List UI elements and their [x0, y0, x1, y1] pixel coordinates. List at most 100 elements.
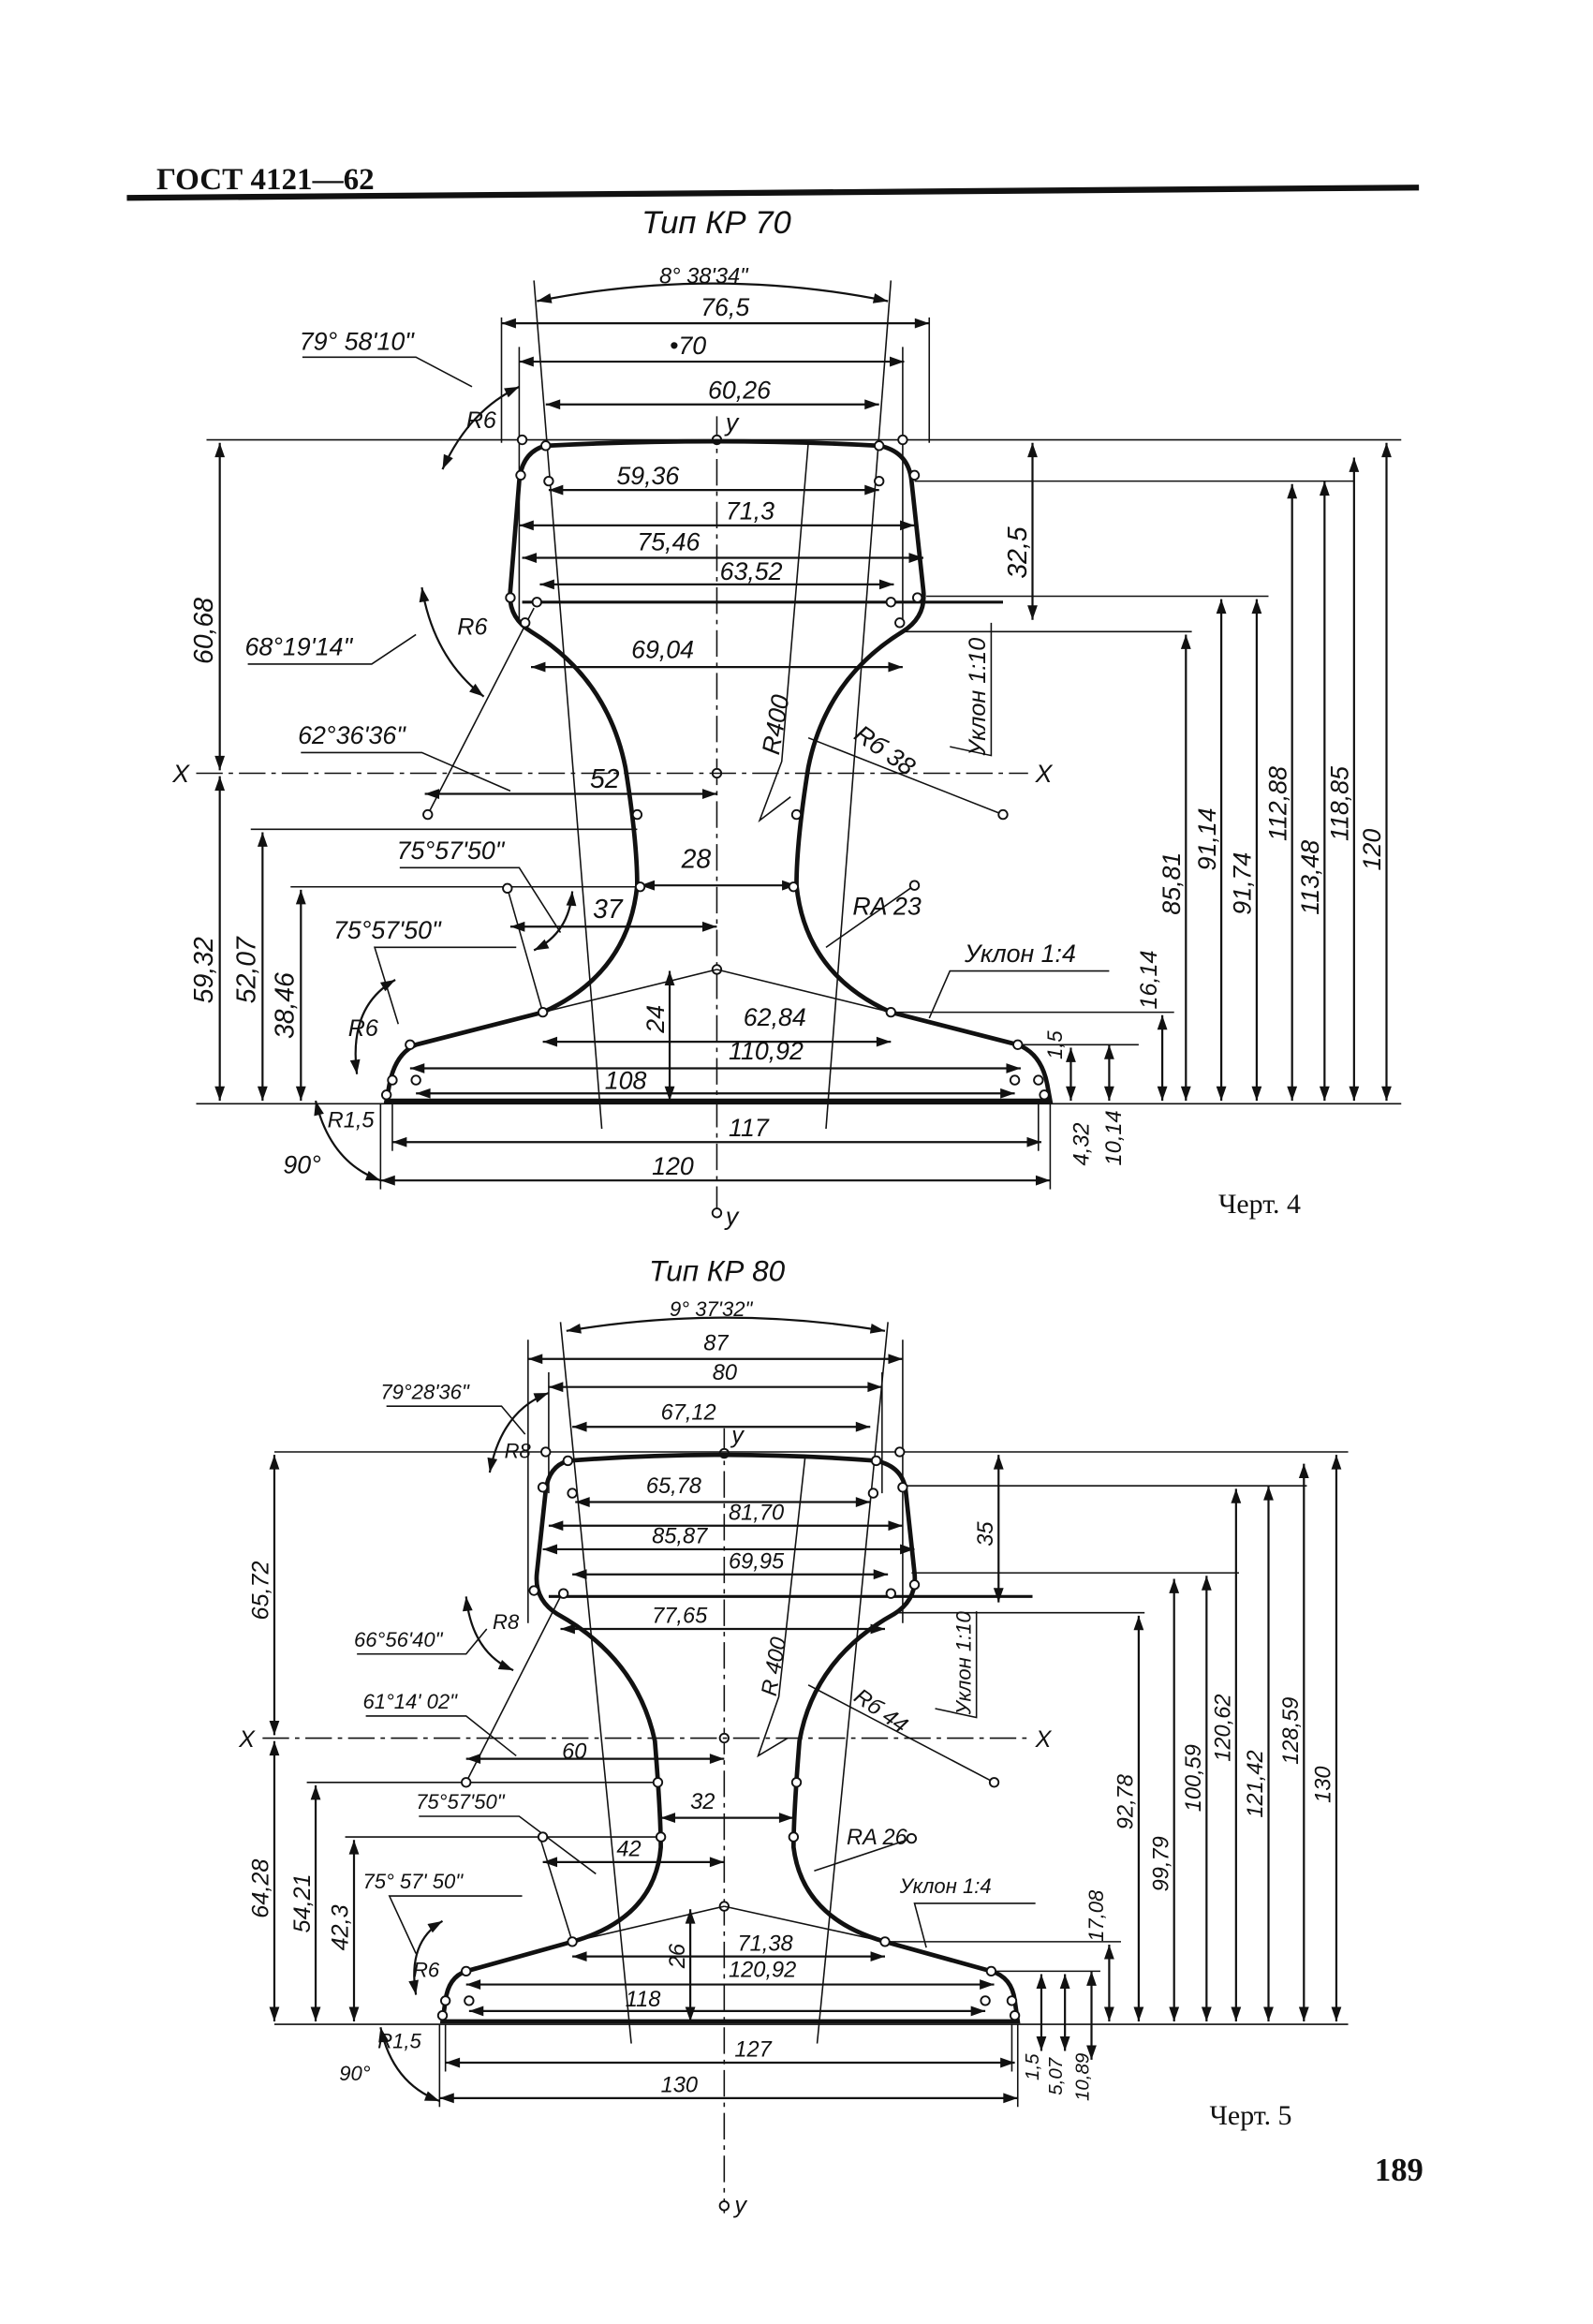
radius-label: R6 — [348, 1015, 379, 1042]
width-label: 69,95 — [729, 1549, 785, 1574]
angle-arc — [419, 586, 485, 698]
left-height-label: 65,72 — [248, 1562, 274, 1621]
right-height-label: 128,59 — [1279, 1697, 1304, 1765]
neck-angle-line — [427, 607, 535, 815]
leader-line — [419, 1815, 597, 1875]
header-rule — [126, 185, 1420, 201]
leader-line — [388, 1895, 523, 1954]
width-label: 71,3 — [726, 497, 774, 525]
width-label: 37 — [593, 895, 624, 925]
radius-leader — [814, 1837, 912, 1873]
taper-line — [533, 280, 603, 1130]
radius-label: RA 26 — [847, 1826, 908, 1850]
right-height-label: 121,42 — [1244, 1750, 1268, 1817]
angle-arc — [314, 1100, 381, 1182]
center-height-label: 26 — [666, 1943, 690, 1969]
width-label: 67,12 — [661, 1400, 716, 1425]
radius-label: Rб 38 — [849, 719, 921, 781]
slope-label: Уклон 1:10 — [965, 638, 991, 757]
radius-center-point — [906, 1832, 918, 1844]
width-label: 65,78 — [646, 1474, 701, 1499]
width-label: 71,38 — [737, 1932, 792, 1956]
figure-caption: Черт. 5 — [1209, 2100, 1291, 2131]
right-height-label: 1,5 — [1022, 2053, 1043, 2080]
r400-leader — [758, 442, 809, 823]
left-height-label: 60,68 — [189, 598, 219, 664]
foot-slope-line — [724, 1905, 886, 1943]
angle-label: 62°36'36" — [298, 721, 406, 749]
width-label: 127 — [734, 2038, 772, 2063]
angle-arc — [462, 1596, 514, 1672]
width-label: 60,26 — [708, 376, 771, 404]
radius-leader — [807, 1684, 995, 1784]
leader-line — [247, 633, 417, 665]
width-label: 110,92 — [729, 1037, 804, 1065]
radius-label: R6 — [457, 614, 488, 640]
angle-arc — [533, 891, 577, 952]
head-taper-angle: 9° 37'32" — [670, 1297, 753, 1321]
width-label: 81,70 — [729, 1501, 784, 1525]
width-label: 87 — [703, 1331, 729, 1355]
width-label: 117 — [729, 1114, 770, 1142]
slope-label: Уклон 1:4 — [899, 1874, 992, 1898]
width-label: 28 — [681, 844, 712, 874]
left-height-label: 59,32 — [189, 937, 219, 1003]
angle-label: 61°14' 02" — [362, 1690, 458, 1713]
center-height-label: 24 — [642, 1005, 670, 1034]
r400-leader — [757, 1455, 806, 1758]
figure-title: Тип КР 70 — [642, 205, 791, 241]
head-taper-angle-arc — [566, 1316, 886, 1334]
neck-angle-line — [465, 1595, 562, 1784]
foot-slope-line — [542, 969, 717, 1014]
radius-leader — [825, 884, 915, 948]
width-label: 60 — [562, 1740, 586, 1765]
slope-leader — [928, 970, 1110, 1019]
figure-kp70: Тип КР 70 y y X X 8° 38'34" 76,5 •70 — [171, 205, 1402, 1230]
right-height-label: 112,88 — [1263, 766, 1291, 841]
right-height-label: 4,32 — [1069, 1122, 1094, 1165]
foot-angle-line — [538, 1836, 573, 1943]
taper-line — [816, 1322, 889, 2044]
angle-label: 75°57'50" — [416, 1790, 506, 1813]
radius-label: R8 — [493, 1610, 520, 1634]
leader-line — [373, 946, 517, 1025]
width-label: 42 — [616, 1838, 641, 1862]
angle-arc — [441, 385, 520, 470]
radius-label: R 400 — [758, 1636, 792, 1698]
foot-slope-line — [716, 969, 892, 1014]
profile-key-points — [436, 1446, 1021, 2021]
right-height-label: 35 — [974, 1521, 998, 1547]
right-height-label: 10,14 — [1102, 1110, 1127, 1165]
slope-label: Уклон 1:10 — [951, 1610, 975, 1715]
width-label: 32 — [690, 1790, 715, 1814]
axis-point — [718, 2200, 730, 2212]
slope-leader — [913, 1902, 1036, 1948]
right-height-label: 85,81 — [1158, 852, 1186, 915]
radius-label: R400 — [757, 692, 795, 756]
left-height-label: 38,46 — [270, 972, 300, 1039]
angle-arc — [408, 1919, 444, 1995]
y-axis-label-top: y — [724, 408, 740, 437]
width-label: 118 — [626, 1988, 661, 2012]
angle-label: 75°57'50" — [333, 916, 442, 944]
width-label: 120 — [652, 1152, 694, 1180]
angle-label: 75° 57' 50" — [362, 1870, 464, 1893]
axis-point — [711, 1207, 723, 1219]
right-height-label: 113,48 — [1296, 840, 1324, 915]
right-height-label: 100,59 — [1182, 1744, 1206, 1812]
profile-key-points — [380, 434, 1050, 1101]
angle-label: 75°57'50" — [397, 836, 506, 865]
width-label: 63,52 — [720, 557, 783, 585]
radius-center-point — [988, 1777, 1000, 1788]
foot-angle-line — [507, 888, 544, 1013]
width-label: 120,92 — [729, 1959, 796, 1983]
width-label: 62,84 — [744, 1003, 806, 1031]
radius-center-point — [997, 808, 1009, 821]
radius-label: R8 — [505, 1439, 532, 1462]
slope-leader — [935, 1611, 978, 1719]
angle-arc — [487, 1391, 550, 1473]
y-axis-label-bottom: y — [732, 2193, 747, 2219]
leader-line — [302, 356, 473, 388]
right-height-label: 99,79 — [1149, 1836, 1173, 1891]
